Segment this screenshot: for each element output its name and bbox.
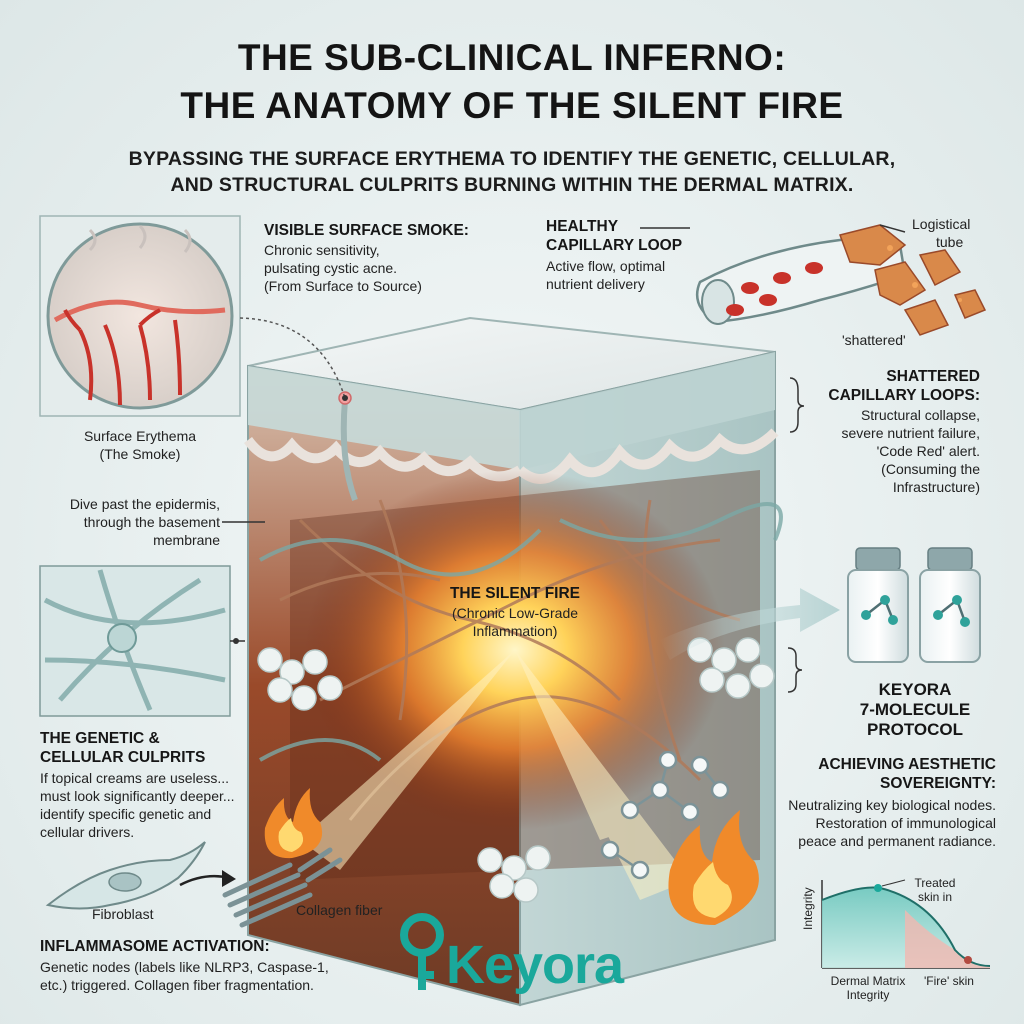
surface-smoke-line2: pulsating cystic acne. — [264, 260, 398, 276]
magnifier-circle-icon — [39, 215, 241, 417]
culprits-line3: identify specific genetic and — [40, 806, 212, 822]
chart-fire-zone — [905, 910, 990, 968]
tube-label-line1: Logistical — [912, 216, 971, 232]
arrow-icon — [660, 588, 840, 660]
integrity-chart — [821, 879, 991, 969]
dive-line1: Dive past the epidermis, — [69, 496, 220, 512]
shattered-label: 'shattered' — [842, 332, 906, 348]
flame-icon — [668, 810, 759, 925]
sovereignty-line3: peace and permanent radiance. — [798, 833, 996, 849]
title-line-1: THE SUB-CLINICAL INFERNO: — [237, 37, 787, 78]
chart-treated-leader — [881, 879, 906, 887]
brand-logo: Keyora — [446, 935, 624, 995]
silent-fire-line1: (Chronic Low-Grade — [451, 605, 579, 621]
shattered-heading2: CAPILLARY LOOPS: — [828, 387, 980, 404]
shattered-line3: 'Code Red' alert. — [876, 443, 980, 459]
sovereignty-heading2: SOVEREIGNTY: — [880, 775, 996, 792]
chart-fire-label: 'Fire' skin — [924, 974, 974, 988]
shattered-line5: Infrastructure) — [892, 479, 980, 495]
tube-label-line2: tube — [936, 234, 964, 250]
healthy-capillary-line1: Active flow, optimal — [546, 258, 666, 274]
fibroblast-label: Fibroblast — [92, 906, 154, 922]
chart-treated-line1: Treated — [914, 876, 956, 890]
healthy-capillary-heading2: CAPILLARY LOOP — [546, 237, 683, 254]
chart-treated-line2: skin in — [917, 890, 952, 904]
inflammasome-line1: Genetic nodes (labels like NLRP3, Caspas… — [40, 959, 329, 975]
culprits-line2: must look significantly deeper... — [40, 788, 235, 804]
inflammasome-line2: etc.) triggered. Collagen fiber fragment… — [40, 977, 314, 993]
chart-ylabel: Integrity — [801, 887, 815, 930]
healthy-capillary-line2: nutrient delivery — [546, 276, 645, 292]
protocol-line3: PROTOCOL — [866, 720, 964, 739]
dive-line3: membrane — [153, 532, 220, 548]
sovereignty-line2: Restoration of immunological — [815, 815, 996, 831]
dive-line2: through the basement — [83, 514, 220, 530]
sovereignty-heading1: ACHIEVING AESTHETIC — [818, 756, 996, 773]
surface-erythema-line1: Surface Erythema — [83, 428, 197, 444]
chart-treated-marker — [874, 884, 882, 892]
sovereignty-line1: Neutralizing key biological nodes. — [788, 797, 996, 813]
vial-icon — [847, 547, 909, 663]
shattered-line1: Structural collapse, — [860, 407, 980, 423]
inflammasome-heading: INFLAMMASOME ACTIVATION: — [40, 938, 270, 955]
surface-smoke-line1: Chronic sensitivity, — [264, 242, 380, 258]
surface-smoke-heading: VISIBLE SURFACE SMOKE: — [264, 222, 469, 239]
key-logo-icon — [400, 913, 444, 990]
vial-icon — [919, 547, 981, 663]
flame-icon — [264, 788, 323, 859]
culprits-line4: cellular drivers. — [40, 824, 135, 840]
chart-fire-marker — [964, 956, 972, 964]
capillary-tube-icon — [695, 224, 987, 336]
surface-erythema-line2: (The Smoke) — [99, 446, 181, 462]
subtitle-line-2: AND STRUCTURAL CULPRITS BURNING WITHIN T… — [170, 174, 854, 196]
shattered-heading1: SHATTERED — [886, 368, 980, 385]
surface-smoke-line3: (From Surface to Source) — [264, 278, 422, 294]
culprits-line1: If topical creams are useless... — [40, 770, 230, 786]
shattered-line2: severe nutrient failure, — [841, 425, 980, 441]
chart-xlabel-line1: Dermal Matrix — [830, 974, 906, 988]
fibroblast-icon — [45, 841, 206, 910]
collagen-label: Collagen fiber — [296, 902, 383, 918]
culprits-heading2: CELLULAR CULPRITS — [40, 749, 206, 766]
chart-xlabel-line2: Integrity — [846, 988, 890, 1002]
shattered-line4: (Consuming the — [881, 461, 980, 477]
subtitle-line-1: BYPASSING THE SURFACE ERYTHEMA TO IDENTI… — [128, 148, 896, 170]
culprits-heading1: THE GENETIC & — [40, 730, 160, 747]
protocol-line1: KEYORA — [878, 680, 952, 699]
silent-fire-heading: THE SILENT FIRE — [449, 585, 581, 602]
molecule-icon — [600, 750, 730, 880]
healthy-capillary-heading1: HEALTHY — [546, 218, 619, 235]
silent-fire-line2: Inflammation) — [472, 623, 558, 639]
collagen-fiber-icon — [222, 847, 343, 928]
fibroblast-network-icon — [39, 565, 231, 717]
title-line-2: THE ANATOMY OF THE SILENT FIRE — [180, 85, 844, 126]
protocol-line2: 7-MOLECULE — [859, 700, 971, 719]
